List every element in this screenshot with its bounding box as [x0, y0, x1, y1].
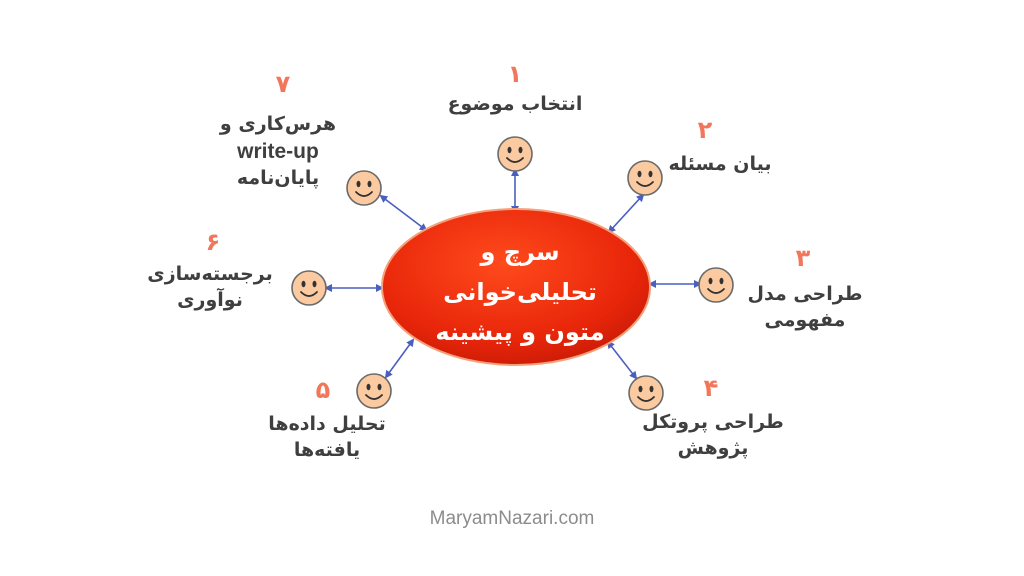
- smiley-face-icon: [346, 170, 382, 206]
- center-line: سرچ و: [480, 238, 560, 266]
- step-number-3: ۳: [795, 244, 811, 272]
- step-label-1: انتخاب موضوع: [445, 92, 585, 118]
- footer-website: MaryamNazari.com: [429, 508, 595, 529]
- center-line: تحلیلی‌خوانی: [443, 278, 597, 306]
- step-7-line: پایان‌نامه: [236, 166, 320, 189]
- step-5-line: تحلیل داده‌ها: [268, 413, 386, 435]
- step-5-line: یافته‌ها: [293, 438, 361, 461]
- step-label-3: طراحی مدل مفهومی: [745, 282, 865, 333]
- step-number-4: ۴: [703, 374, 719, 402]
- step-number-1: ۱: [507, 60, 523, 88]
- step-number-5: ۵: [315, 376, 331, 404]
- step-4-line: پژوهش: [677, 436, 749, 459]
- smiley-face-icon: [356, 373, 392, 409]
- step-7-line: هرس‌کاری و: [219, 113, 337, 135]
- step-3-line: طراحی مدل: [747, 283, 863, 305]
- smiley-face-icon: [628, 375, 664, 411]
- smiley-face-icon: [497, 136, 533, 172]
- step-7-line: write-up: [237, 139, 319, 163]
- step-number-6: ۶: [205, 228, 221, 256]
- center-oval: [381, 208, 651, 366]
- smiley-face-icon: [291, 270, 327, 306]
- step-1-line: انتخاب موضوع: [447, 93, 583, 115]
- step-number-7: ۷: [275, 70, 291, 98]
- step-label-6: برجسته‌سازی نوآوری: [140, 262, 280, 313]
- step-label-2: بیان مسئله: [660, 152, 780, 178]
- step-4-line: طراحی پروتکل: [642, 411, 784, 433]
- step-label-5: تحلیل داده‌ها یافته‌ها: [252, 412, 402, 463]
- step-number-2: ۲: [697, 116, 713, 144]
- step-label-4: طراحی پروتکل پژوهش: [638, 410, 788, 461]
- smiley-face-icon: [627, 160, 663, 196]
- center-line: متون و پیشینه: [435, 318, 605, 346]
- step-3-line: مفهومی: [764, 308, 846, 331]
- connectors: [324, 168, 702, 380]
- connector-5: [384, 338, 415, 379]
- center-title: سرچ و تحلیلی‌خوانی متون و پیشینه: [400, 232, 640, 352]
- step-label-7: هرس‌کاری و write-up پایان‌نامه: [208, 112, 348, 192]
- connector-2: [607, 193, 645, 234]
- connector-7: [379, 194, 428, 232]
- step-6-line: برجسته‌سازی: [147, 263, 273, 285]
- step-2-line: بیان مسئله: [668, 153, 772, 175]
- step-6-line: نوآوری: [177, 288, 243, 311]
- connector-4: [606, 340, 638, 380]
- smiley-face-icon: [698, 267, 734, 303]
